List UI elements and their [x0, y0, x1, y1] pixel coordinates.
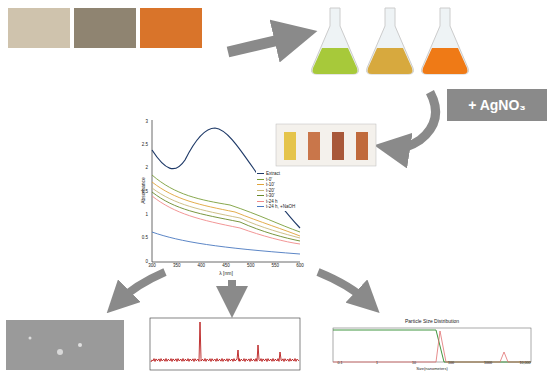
xrd-plot [150, 318, 300, 370]
legend-text: t-20' [266, 188, 275, 193]
vials-photo [276, 124, 376, 166]
tick-label: 0.5 [142, 236, 148, 241]
tick-label: 400 [198, 264, 206, 269]
tick-label: 1 [145, 213, 148, 218]
chart-legend: Extractt-0't-10't-20't-30't-24 ht-24 h, … [256, 170, 296, 211]
tick-label: 10 [412, 362, 416, 366]
legend-line [257, 184, 264, 185]
process-arrow [392, 92, 436, 148]
tick-label: 2 [145, 166, 148, 171]
tick-label: 0 [145, 260, 148, 265]
tick-label: 1 [376, 362, 378, 366]
flask [312, 8, 359, 74]
legend-text: t-30' [266, 193, 275, 198]
legend-line [257, 195, 264, 196]
legend-line [257, 201, 264, 202]
tick-label: 2.5 [142, 143, 148, 148]
flask [367, 8, 414, 74]
tick-label: 550 [272, 264, 280, 269]
legend-text: t-24 h, +NaOH [266, 204, 295, 209]
legend-text: t-0' [266, 177, 272, 182]
axis-title: Size(nanometers) [416, 367, 448, 371]
legend-text: t-10' [266, 182, 275, 187]
tick-label: 450 [222, 264, 230, 269]
chart-title: Particle Size Distribution [405, 319, 459, 324]
sem-image [6, 320, 124, 370]
tick-label: 3 [145, 120, 148, 125]
legend-line [257, 190, 264, 191]
tick-label: 10,000 [520, 362, 531, 366]
process-arrow [118, 272, 165, 302]
legend-text: t-24 h [266, 199, 278, 204]
legend-line [257, 179, 264, 180]
reagent-box: + AgNO₃ [447, 89, 547, 121]
tick-label: 300 [148, 264, 156, 269]
process-arrow [228, 280, 236, 302]
tick-label: 1.5 [142, 190, 148, 195]
process-arrow [318, 272, 368, 302]
process-arrow [228, 36, 296, 52]
tick-label: 1000 [484, 362, 492, 366]
axis-title: λ [nm] [219, 271, 233, 276]
powder-photo [8, 8, 70, 48]
psd-plot [333, 328, 531, 362]
tick-label: 600 [296, 264, 304, 269]
powder-photo [74, 8, 136, 48]
legend-line [257, 206, 264, 207]
flask [422, 8, 469, 74]
tick-label: 0.1 [338, 362, 343, 366]
reagent-label: + AgNO₃ [468, 97, 526, 113]
tick-label: 100 [448, 362, 454, 366]
legend-text: Extract [266, 171, 280, 176]
legend-line [257, 173, 264, 174]
tick-label: 350 [173, 264, 181, 269]
tick-label: 500 [247, 264, 255, 269]
powder-photo [140, 8, 202, 48]
